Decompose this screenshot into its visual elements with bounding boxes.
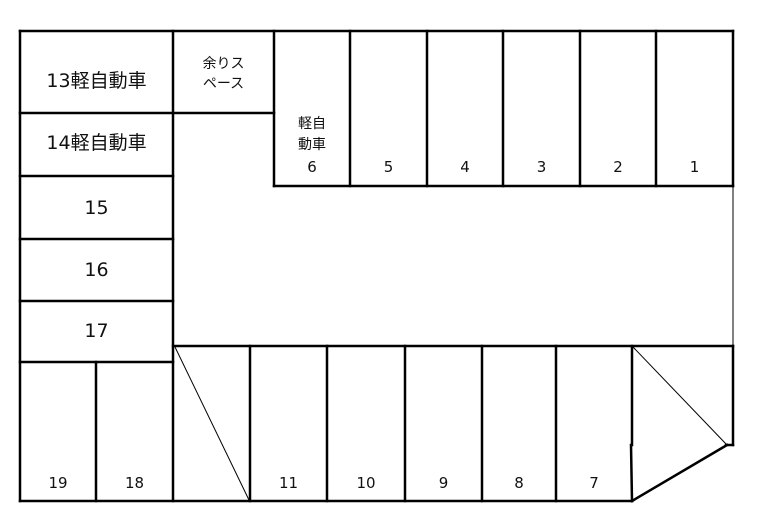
space-17-label: 17 xyxy=(84,320,109,342)
space-4-label: 4 xyxy=(460,158,470,176)
space-8-label: 8 xyxy=(514,474,524,492)
space-10-label: 10 xyxy=(356,474,376,492)
space-18-label: 18 xyxy=(124,474,145,492)
space-16-label: 16 xyxy=(84,259,109,281)
diagonal-hatch xyxy=(632,346,728,446)
space-5-label: 5 xyxy=(383,158,394,176)
space-11-label: 11 xyxy=(278,474,299,492)
spare-space-label-line2: ペース xyxy=(202,76,245,92)
spare-space-label-line1: 余りス xyxy=(202,56,245,72)
space-15-label: 15 xyxy=(84,197,109,219)
space-6-kei-line1: 軽自 xyxy=(298,116,326,132)
outline xyxy=(630,443,729,503)
space-9-label: 9 xyxy=(438,474,449,492)
space-13-label: 13軽自動車 xyxy=(46,70,147,92)
space-3-label: 3 xyxy=(536,158,547,176)
space-2-label: 2 xyxy=(613,158,623,176)
divider xyxy=(629,443,634,503)
space-6-kei-line2: 動車 xyxy=(298,137,326,153)
space-1-label: 1 xyxy=(689,158,700,176)
space-6-label: 6 xyxy=(307,158,317,176)
diagonal-hatch xyxy=(174,346,250,501)
space-7-label: 7 xyxy=(589,474,599,492)
space-14-label: 14軽自動車 xyxy=(46,132,147,154)
space-19-label: 19 xyxy=(48,474,68,492)
